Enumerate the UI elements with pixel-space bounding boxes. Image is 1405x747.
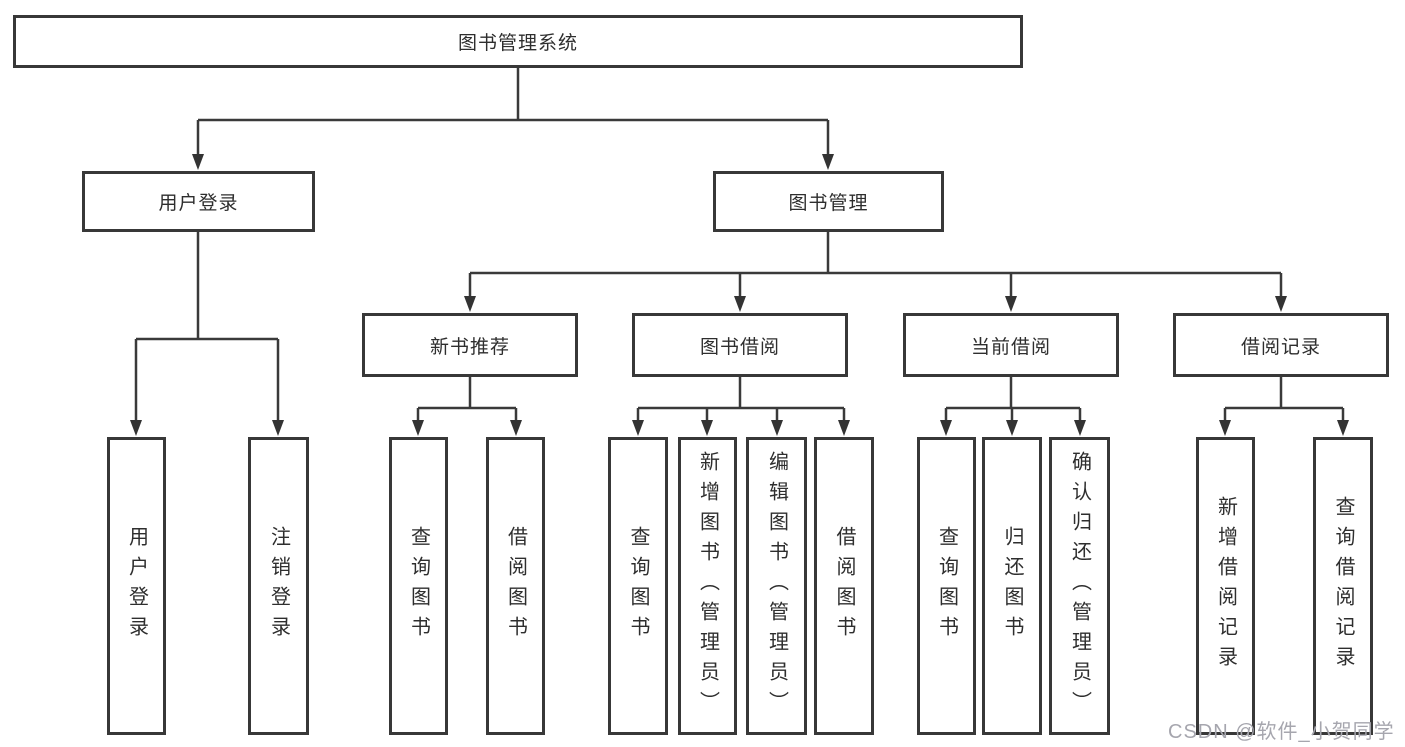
arrowhead — [1275, 296, 1287, 312]
arrowhead — [1337, 420, 1349, 436]
arrowhead — [822, 154, 834, 170]
leaf-borrowing-edit-books-admin: 编辑图书（管理员） — [746, 437, 807, 735]
arrowhead — [838, 420, 850, 436]
leaf-recommend-borrow-books: 借阅图书 — [486, 437, 545, 735]
node-user-login: 用户登录 — [82, 171, 315, 232]
arrowhead — [272, 420, 284, 436]
arrowhead — [1006, 420, 1018, 436]
leaf-borrowing-query-books: 查询图书 — [608, 437, 668, 735]
leaf-current-query-books: 查询图书 — [917, 437, 976, 735]
arrowhead — [632, 420, 644, 436]
connector-user-login — [134, 232, 280, 422]
node-book-management: 图书管理 — [713, 171, 944, 232]
arrowhead — [734, 296, 746, 312]
arrowhead — [510, 420, 522, 436]
connector-new-book-recommend — [416, 377, 518, 422]
connector-book-management — [468, 232, 1283, 298]
connector-borrowing-records — [1223, 377, 1345, 422]
node-current-borrowing: 当前借阅 — [903, 313, 1119, 377]
arrowhead — [130, 420, 142, 436]
arrowhead — [412, 420, 424, 436]
arrowhead — [1074, 420, 1086, 436]
node-new-book-recommend: 新书推荐 — [362, 313, 578, 377]
leaf-records-query-record: 查询借阅记录 — [1313, 437, 1373, 735]
arrowhead — [701, 420, 713, 436]
leaf-borrowing-borrow-books: 借阅图书 — [814, 437, 874, 735]
arrowhead — [940, 420, 952, 436]
csdn-watermark: CSDN @软件_小贺同学 — [1168, 721, 1395, 743]
arrowhead — [192, 154, 204, 170]
connector-current-borrowing — [944, 377, 1082, 422]
leaf-user-login: 用户登录 — [107, 437, 166, 735]
connector-root — [196, 68, 830, 156]
node-library-management-system: 图书管理系统 — [13, 15, 1023, 68]
leaf-current-confirm-return-admin: 确认归还（管理员） — [1049, 437, 1110, 735]
node-book-borrowing: 图书借阅 — [632, 313, 848, 377]
arrowhead — [1219, 420, 1231, 436]
arrowhead — [464, 296, 476, 312]
leaf-borrowing-add-books-admin: 新增图书（管理员） — [678, 437, 737, 735]
arrowhead — [1005, 296, 1017, 312]
leaf-recommend-query-books: 查询图书 — [389, 437, 448, 735]
connector-book-borrowing — [636, 377, 846, 422]
arrowhead — [771, 420, 783, 436]
leaf-current-return-books: 归还图书 — [982, 437, 1042, 735]
node-borrowing-records: 借阅记录 — [1173, 313, 1389, 377]
leaf-logout: 注销登录 — [248, 437, 309, 735]
leaf-records-add-record: 新增借阅记录 — [1196, 437, 1255, 735]
